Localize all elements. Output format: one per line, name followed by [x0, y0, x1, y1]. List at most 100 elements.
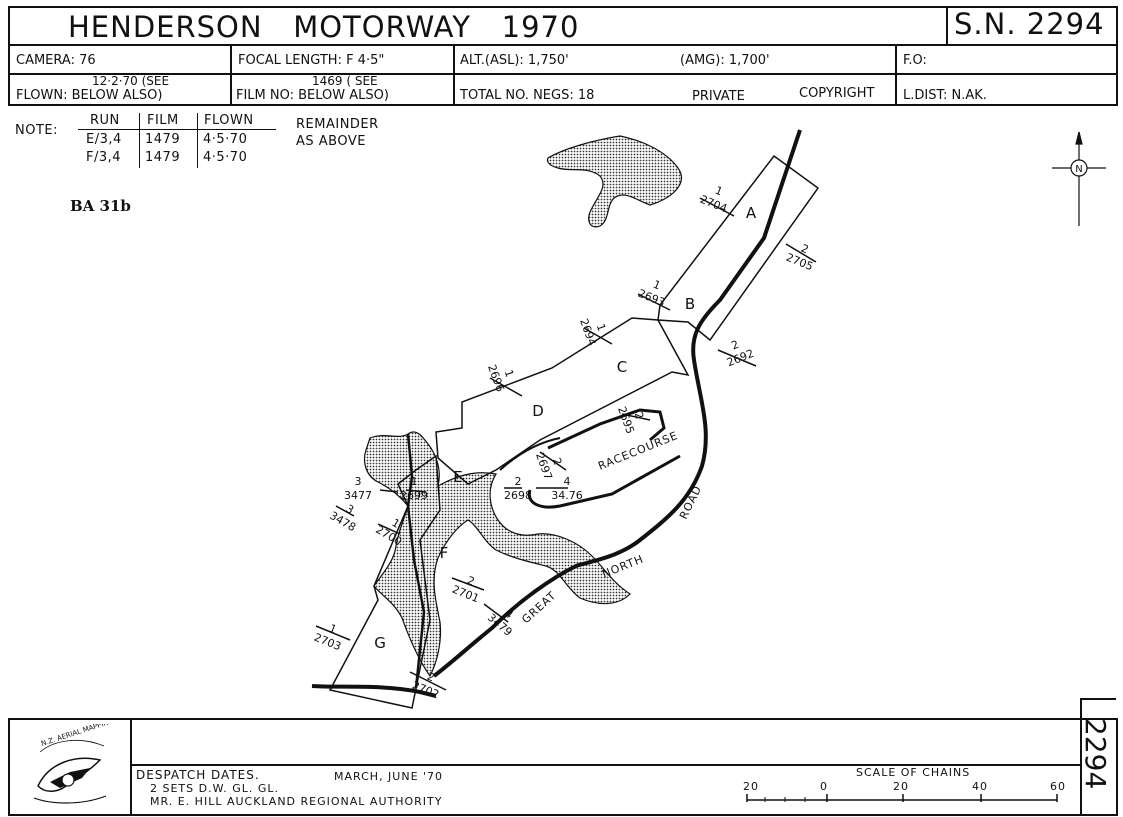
footer-panel: N.Z. AERIAL MAPPING LTD DESPATCH DATES. …: [8, 698, 1118, 816]
footer-side-top: [1080, 698, 1116, 700]
frame-number: 2695: [615, 405, 637, 436]
private-field: PRIVATE: [692, 89, 745, 104]
frame-number: 2693: [636, 287, 667, 310]
info-col-line: [453, 46, 455, 104]
frame-run: 2: [550, 456, 565, 467]
note-as-above: AS ABOVE: [296, 134, 366, 149]
flight-strip-c-d: [435, 317, 690, 485]
film-number: 1469 ( SEE: [312, 74, 378, 88]
footer-side-line: [1080, 698, 1082, 814]
note-col-rule: [197, 113, 198, 168]
frame-run: 2: [799, 242, 810, 257]
frame-run: 2: [515, 475, 522, 488]
frame-ticks: [315, 197, 817, 691]
frame-run: 1: [651, 278, 662, 293]
sheet-number: S.N. 2294: [954, 7, 1105, 41]
note-header-run: RUN: [90, 113, 120, 128]
info-col-line: [895, 46, 897, 104]
note-col-rule: [139, 113, 140, 168]
note-row-flown: 4·5·70: [203, 150, 248, 165]
run-label-c: C: [617, 358, 627, 376]
note-row-film: 1479: [145, 132, 181, 147]
frame-number: 2704: [698, 193, 729, 216]
frame-number: 2698: [504, 489, 532, 502]
despatch-label: DESPATCH DATES.: [136, 768, 260, 782]
nz-aerial-mapping-logo: N.Z. AERIAL MAPPING LTD: [33, 724, 124, 804]
frame-run: 2: [730, 338, 741, 353]
water-area-north: [546, 135, 682, 228]
sn-box: S.N. 2294: [946, 6, 1116, 46]
frame-number: 2699: [400, 489, 428, 502]
flown-date: 12·2·70 (SEE: [92, 74, 170, 88]
frame-number: 2705: [784, 251, 815, 274]
frame-run: 1: [502, 368, 517, 379]
north-letter: N: [1075, 164, 1082, 175]
scale-tick-label: 20: [893, 780, 909, 793]
frame-number: 2694: [577, 317, 599, 348]
water-area-creek: [363, 431, 631, 678]
scale-bar: [746, 794, 1058, 802]
frame-number: 2692: [725, 347, 756, 370]
north-arrow: N: [1052, 131, 1106, 226]
recipient-line: MR. E. HILL AUCKLAND REGIONAL AUTHORITY: [150, 795, 443, 808]
connector-road: [499, 437, 561, 471]
total-negs-field: TOTAL NO. NEGS: 18: [460, 88, 595, 103]
run-label-e: E: [453, 468, 462, 486]
run-label-d: D: [532, 402, 544, 420]
frame-run: 1: [327, 622, 338, 637]
run-label-b: B: [685, 295, 695, 313]
frame-run: 2: [425, 670, 436, 685]
racecourse-label: RACECOURSE: [596, 429, 680, 473]
note-header-rule: [78, 129, 276, 130]
scale-tick-label: 60: [1050, 780, 1066, 793]
logo-text: N.Z. AERIAL MAPPING LTD: [40, 724, 124, 748]
note-row-run: E/3,4: [86, 132, 122, 147]
run-label-a: A: [746, 204, 757, 222]
focal-length-field: FOCAL LENGTH: F 4·5": [238, 53, 385, 68]
sets-line: 2 SETS D.W. GL. GL.: [150, 782, 279, 795]
copyright-field: COPYRIGHT: [799, 86, 875, 101]
footer-divider: [130, 764, 1080, 766]
note-header-film: FILM: [147, 113, 179, 128]
frame-number: 2701: [450, 583, 481, 606]
note-row-flown: 4·5·70: [203, 132, 248, 147]
note-header-flown: FLOWN: [204, 113, 254, 128]
creek-road: [406, 433, 426, 689]
racecourse-track: [547, 408, 666, 450]
run-label-g: G: [374, 634, 386, 652]
scale-tick-label: 40: [972, 780, 988, 793]
map-title: HENDERSON MOTORWAY 1970: [68, 10, 580, 44]
frame-number: 3477: [344, 489, 372, 502]
scale-title: SCALE OF CHAINS: [856, 766, 971, 779]
vertical-sheet-number: 2294: [1079, 718, 1112, 790]
fo-field: F.O:: [903, 53, 927, 68]
frame-run: 1: [411, 475, 418, 488]
scale-tick-label: 0: [820, 780, 828, 793]
frame-run: 1: [713, 184, 724, 199]
frame-number: 2703: [312, 631, 343, 654]
info-divider: [10, 73, 1116, 75]
info-col-line: [230, 46, 232, 104]
frame-run: 3: [355, 475, 362, 488]
southern-road: [311, 684, 437, 698]
alt-asl-field: ALT.(ASL): 1,750': [460, 53, 569, 68]
ba-label: BA 31b: [70, 197, 131, 215]
flown-field: FLOWN: BELOW ALSO): [16, 88, 163, 103]
note-row-film: 1479: [145, 150, 181, 165]
frame-run: 2: [632, 410, 647, 421]
alt-amg-field: (AMG): 1,700': [680, 53, 770, 68]
local-distribution-field: L.DIST: N.AK.: [903, 88, 987, 103]
note-label: NOTE:: [15, 123, 58, 138]
great-north-road: [432, 129, 802, 678]
flight-strip-e-f-g: [328, 454, 441, 709]
road-label-great: GREAT: [519, 589, 559, 626]
racecourse-track-inner: [527, 454, 681, 509]
note-remainder: REMAINDER: [296, 117, 379, 132]
film-field: FILM NO: BELOW ALSO): [236, 88, 389, 103]
scale-tick-label: 20: [743, 780, 759, 793]
info-table: CAMERA: 76 FOCAL LENGTH: F 4·5" ALT.(ASL…: [8, 44, 1118, 106]
note-row-run: F/3,4: [86, 150, 122, 165]
frame-run: 1: [594, 322, 609, 333]
camera-field: CAMERA: 76: [16, 53, 96, 68]
